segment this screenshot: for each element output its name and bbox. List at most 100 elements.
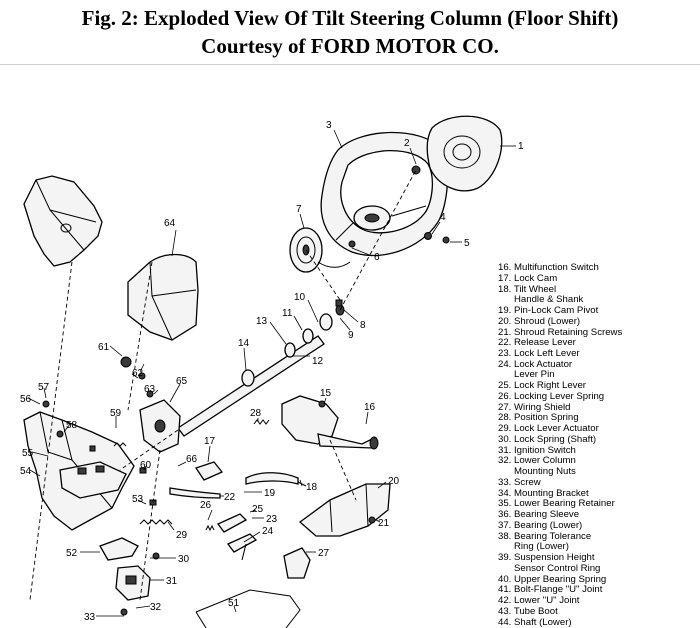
legend-line: 35. Lower Bearing Retainer <box>498 498 616 509</box>
callout-11: 11 <box>282 308 293 319</box>
wiring-shield <box>283 547 311 579</box>
callout-63: 63 <box>144 384 156 395</box>
upper-shroud <box>127 253 199 341</box>
callout-4: 4 <box>440 212 446 223</box>
legend-line: 20. Shroud (Lower) <box>498 316 580 327</box>
callout-58: 58 <box>66 420 78 431</box>
small-hardware <box>42 165 450 616</box>
legend-line: 30. Lock Spring (Shaft) <box>498 434 596 445</box>
callout-16: 16 <box>364 402 376 413</box>
callout-7: 7 <box>296 204 302 215</box>
legend-line: 29. Lock Lever Actuator <box>498 423 600 434</box>
lock-housing <box>139 399 181 453</box>
release-lever <box>169 487 221 499</box>
legend-line: 37. Bearing (Lower) <box>498 520 582 531</box>
callout-64: 64 <box>164 218 176 229</box>
legend-line: 40. Upper Bearing Spring <box>498 574 606 585</box>
parts-legend: 16. Multifunction Switch 17. Lock Cam 18… <box>498 262 622 628</box>
lock-cam <box>194 461 224 481</box>
callout-32: 32 <box>150 602 162 613</box>
legend-line: 33. Screw <box>498 477 541 488</box>
legend-line: 21. Shroud Retaining Screws <box>498 327 622 338</box>
callout-18: 18 <box>306 482 318 493</box>
legend-line: 19. Pin-Lock Cam Pivot <box>498 305 599 316</box>
legend-line: 22. Release Lever <box>498 337 577 348</box>
callout-2: 2 <box>404 138 410 149</box>
callout-1: 1 <box>518 141 524 152</box>
callout-25: 25 <box>252 504 264 515</box>
callout-28: 28 <box>250 408 262 419</box>
callout-19: 19 <box>264 488 276 499</box>
figure-title: Fig. 2: Exploded View Of Tilt Steering C… <box>81 6 619 30</box>
callout-labels: 1 2 3 4 5 6 7 8 9 10 11 12 13 14 15 16 1… <box>20 120 524 623</box>
callout-51: 51 <box>228 598 240 609</box>
legend-line: 32. Lower Column <box>498 455 576 466</box>
legend-line: 17. Lock Cam <box>498 273 557 284</box>
tilt-wheel-handle <box>245 472 307 487</box>
callout-23: 23 <box>266 514 278 525</box>
callout-10: 10 <box>294 292 306 303</box>
callout-53: 53 <box>132 494 144 505</box>
callout-62: 62 <box>132 368 144 379</box>
callout-52: 52 <box>66 548 78 559</box>
legend-line: 23. Lock Left Lever <box>498 348 580 359</box>
legend-line: 24. Lock Actuator <box>498 359 573 370</box>
figure-header: Fig. 2: Exploded View Of Tilt Steering C… <box>0 4 700 60</box>
callout-57: 57 <box>38 382 50 393</box>
multifunction-switch <box>281 395 379 450</box>
callout-12: 12 <box>312 356 324 367</box>
legend-line: Ring (Lower) <box>514 541 569 552</box>
legend-line: 36. Bearing Sleeve <box>498 509 579 520</box>
legend-line: Mounting Nuts <box>514 466 576 477</box>
legend-line: 25. Lock Right Lever <box>498 380 587 391</box>
legend-line: 16. Multifunction Switch <box>498 262 599 273</box>
header-divider <box>0 64 700 65</box>
callout-21: 21 <box>378 518 390 529</box>
legend-line: 34. Mounting Bracket <box>498 488 589 499</box>
lock-levers <box>216 513 258 561</box>
leader-lines <box>27 129 516 617</box>
callout-30: 30 <box>178 554 190 565</box>
legend-line: 26. Locking Lever Spring <box>498 391 604 402</box>
callout-14: 14 <box>238 338 250 349</box>
legend-line: Handle & Shank <box>514 294 584 305</box>
callout-17: 17 <box>204 436 216 447</box>
callout-27: 27 <box>318 548 330 559</box>
callout-20: 20 <box>388 476 400 487</box>
callout-3: 3 <box>326 120 332 131</box>
clock-spring <box>289 227 351 273</box>
callout-26: 26 <box>200 500 212 511</box>
callout-60: 60 <box>140 460 152 471</box>
callout-54: 54 <box>20 466 32 477</box>
alignment-lines <box>29 169 417 601</box>
figure-courtesy: Courtesy of FORD MOTOR CO. <box>201 34 499 58</box>
legend-line: Sensor Control Ring <box>514 563 600 574</box>
callout-61: 61 <box>98 342 110 353</box>
legend-line: 28. Position Spring <box>498 412 579 423</box>
legend-line: 42. Lower "U" Joint <box>498 595 580 606</box>
ignition-switch <box>115 565 151 601</box>
column-housing <box>23 411 135 531</box>
lower-shroud <box>298 483 391 537</box>
legend-line: 38. Bearing Tolerance <box>498 531 591 542</box>
callout-22: 22 <box>224 492 236 503</box>
callout-56: 56 <box>20 394 32 405</box>
callout-8: 8 <box>360 320 366 331</box>
callout-55: 55 <box>22 448 34 459</box>
legend-line: 27. Wiring Shield <box>498 402 571 413</box>
callout-29: 29 <box>176 530 188 541</box>
springs <box>113 419 270 532</box>
callout-15: 15 <box>320 388 332 399</box>
legend-line: 31. Ignition Switch <box>498 445 576 456</box>
callout-59: 59 <box>110 408 122 419</box>
mounting-bracket <box>23 175 103 267</box>
airbag-module <box>426 115 503 192</box>
legend-line: 44. Shaft (Lower) <box>498 617 572 628</box>
lower-column-outline <box>195 589 301 628</box>
callout-66: 66 <box>186 454 198 465</box>
lock-lever-actuator <box>99 537 139 561</box>
legend-line: Lever Pin <box>514 369 555 380</box>
legend-line: 43. Tube Boot <box>498 606 558 617</box>
